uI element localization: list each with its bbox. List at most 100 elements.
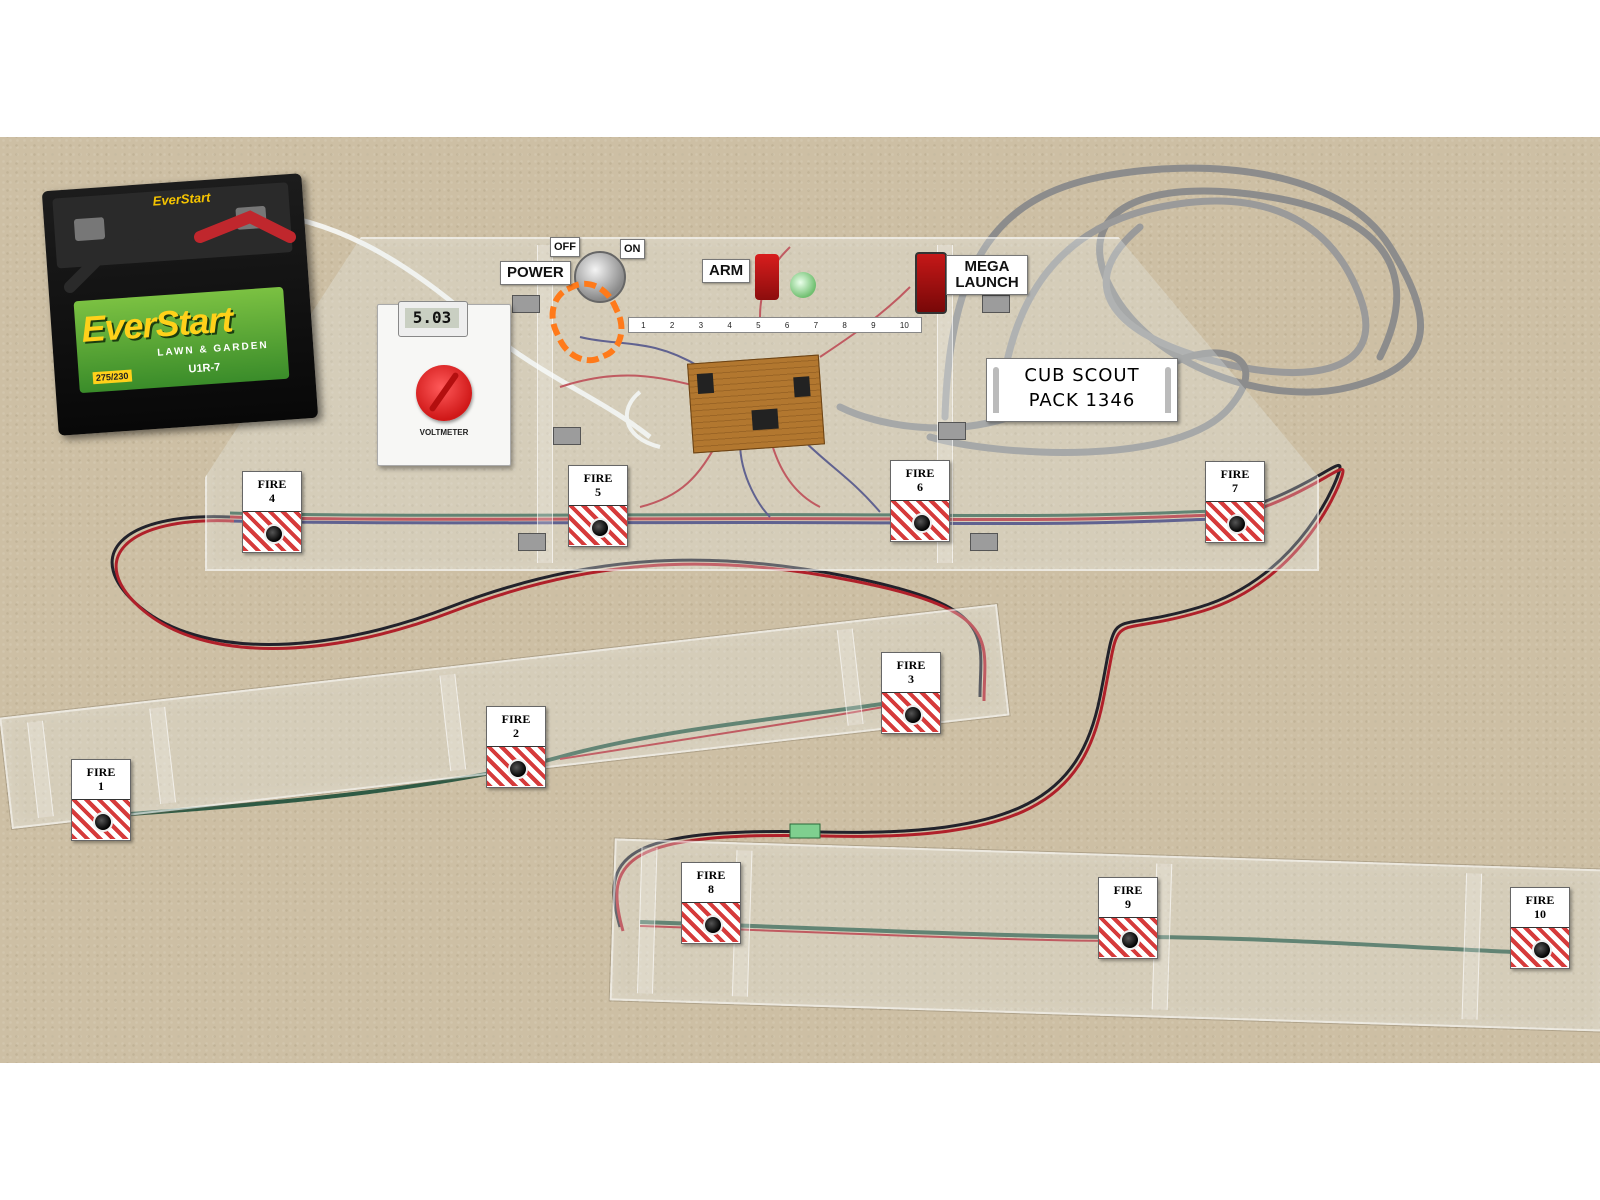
push-button-icon[interactable]: [1532, 939, 1552, 960]
board-rib: [636, 847, 658, 994]
battery-clips: [64, 210, 296, 293]
strip-number: 5: [756, 320, 761, 330]
push-button-icon[interactable]: [93, 811, 113, 832]
off-label: OFF: [550, 237, 580, 257]
push-button-icon[interactable]: [508, 758, 528, 779]
board-rib: [1461, 873, 1483, 1020]
voltmeter-display: 5.03: [398, 301, 468, 337]
push-button-icon[interactable]: [590, 517, 610, 538]
fire-word: FIRE: [86, 765, 116, 779]
circuit-board: [687, 354, 825, 454]
power-label: POWER: [500, 261, 571, 285]
voltmeter: 5.03 VOLTMETER: [377, 301, 511, 466]
pack-sign: CUB SCOUT PACK 1346: [986, 358, 1178, 422]
voltmeter-selector-knob[interactable]: [416, 365, 472, 421]
strip-number: 7: [813, 320, 819, 330]
fire-word: FIRE: [583, 471, 613, 485]
mounting-bracket: [518, 533, 546, 551]
fire-word: FIRE: [257, 477, 287, 491]
mega-line2: LAUNCH: [955, 274, 1019, 291]
strip-number: 8: [842, 320, 847, 330]
black-clip: [64, 226, 151, 293]
on-label: ON: [620, 239, 645, 259]
mounting-bracket: [512, 295, 540, 313]
board-rib: [27, 720, 54, 818]
fire-word: FIRE: [1220, 467, 1250, 481]
fire-word: FIRE: [696, 868, 726, 882]
fire-number: 6: [917, 480, 923, 494]
rocket-icon: [1165, 367, 1171, 413]
strip-number: 3: [698, 320, 704, 330]
relay-chip: [793, 376, 811, 398]
mega-launch-switch[interactable]: [915, 252, 947, 314]
mega-launch-label: MEGA LAUNCH: [946, 255, 1028, 295]
push-button-icon[interactable]: [264, 523, 284, 544]
strip-number: 2: [669, 320, 675, 330]
fire-number: 8: [708, 882, 714, 896]
arm-toggle-switch[interactable]: [755, 254, 779, 300]
fire-number: 2: [513, 726, 519, 740]
strip-number: 4: [727, 320, 732, 330]
fire-word: FIRE: [501, 712, 531, 726]
left-loop-cable: [110, 515, 983, 698]
relay-chip: [751, 408, 779, 431]
board-rib: [439, 673, 467, 772]
fire-number: 5: [595, 485, 601, 499]
wire-connector: [789, 823, 821, 839]
strip-number: 9: [871, 320, 876, 330]
mega-line1: MEGA: [964, 258, 1010, 275]
mounting-bracket: [970, 533, 998, 551]
right-loop-cable: [612, 464, 1342, 928]
power-key-switch[interactable]: [574, 251, 626, 303]
board-rib: [537, 245, 553, 563]
push-button-icon[interactable]: [703, 914, 723, 935]
fire-number: 3: [908, 672, 914, 686]
push-button-icon[interactable]: [912, 512, 932, 533]
sign-line1: CUB SCOUT: [1024, 365, 1140, 386]
strip-number: 6: [784, 320, 790, 330]
fire-word: FIRE: [905, 466, 935, 480]
board-rib: [836, 628, 864, 726]
arm-label: ARM: [702, 259, 751, 283]
fire-word: FIRE: [1113, 883, 1143, 897]
mounting-bracket: [938, 422, 966, 440]
mounting-bracket: [553, 427, 581, 445]
fire-word: FIRE: [1525, 893, 1555, 907]
fire-number: 4: [269, 491, 275, 505]
fire-number: 9: [1125, 897, 1131, 911]
arm-indicator-led: [790, 272, 816, 298]
push-button-icon[interactable]: [903, 704, 923, 725]
push-button-icon[interactable]: [1120, 929, 1140, 950]
push-button-icon[interactable]: [1227, 513, 1247, 534]
rocket-icon: [993, 367, 999, 413]
battery-code: 275/230: [92, 369, 132, 385]
lower-left-harness: [129, 700, 896, 816]
mounting-bracket: [982, 295, 1010, 313]
launch-controller-photo: EverStart EverStart LAWN & GARDEN 275/23…: [0, 137, 1600, 1063]
upper-harness-red: [229, 513, 1216, 522]
gray-cable-coil: [836, 164, 1425, 456]
fire-number: 1: [98, 779, 104, 793]
voltmeter-title: VOLTMETER: [419, 428, 469, 437]
fire-word: FIRE: [896, 658, 926, 672]
strip-number: 1: [641, 320, 646, 330]
battery-model: U1R-7: [188, 361, 221, 376]
sign-line2: PACK 1346: [1028, 390, 1136, 411]
fire-number: 10: [1534, 907, 1546, 921]
strip-number: 10: [899, 320, 909, 330]
red-clip: [194, 210, 296, 243]
voltmeter-reading: 5.03: [405, 308, 459, 328]
channel-indicator-strip: 1 2 3 4 5 6 7 8 9 10: [628, 317, 922, 333]
board-rib: [149, 706, 177, 805]
fire-number: 7: [1232, 481, 1238, 495]
